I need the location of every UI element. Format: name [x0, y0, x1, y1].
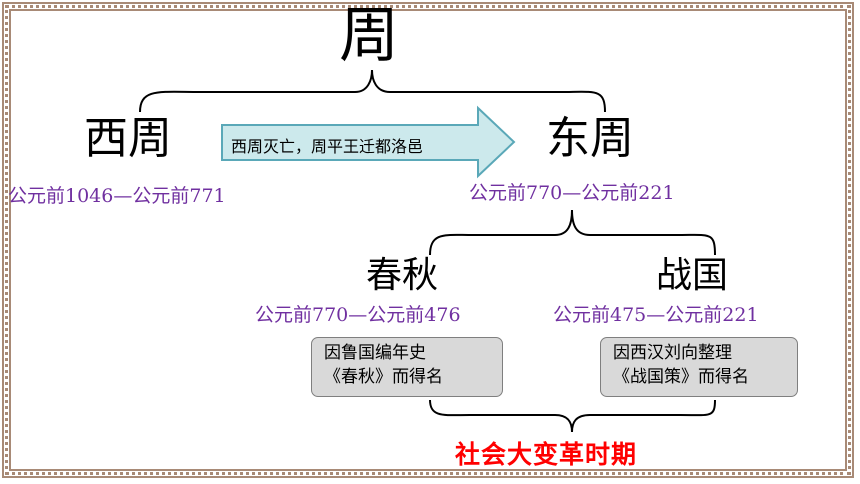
spring-autumn-name: 春秋 [366, 255, 439, 296]
warring-states-note-line2: 《战国策》而得名 [613, 367, 749, 387]
warring-states-dates: 公元前475—公元前221 [553, 304, 759, 326]
west-zhou-name: 西周 [84, 113, 172, 164]
dotted-frame [5, 5, 851, 475]
spring-autumn-note: 因鲁国编年史 《春秋》而得名 [311, 337, 503, 397]
east-zhou-name: 东周 [546, 113, 634, 164]
warring-states-note-line1: 因西汉刘向整理 [613, 343, 732, 363]
spring-autumn-dates: 公元前770—公元前476 [255, 304, 461, 326]
transition-label: 西周灭亡，周平王迁都洛邑 [231, 137, 424, 156]
bottom-brace [429, 399, 716, 433]
spring-autumn-note-line1: 因鲁国编年史 [324, 343, 426, 363]
warring-states-name: 战国 [656, 255, 729, 296]
era-label: 社会大变革时期 [455, 440, 638, 469]
west-zhou-dates: 公元前1046—公元前771 [8, 185, 226, 207]
transition-arrow [221, 105, 516, 179]
warring-states-note: 因西汉刘向整理 《战国策》而得名 [600, 337, 798, 397]
page-title: 周 [339, 1, 399, 71]
middle-brace [429, 209, 716, 256]
inner-frame [9, 9, 847, 471]
spring-autumn-note-line2: 《春秋》而得名 [324, 367, 443, 387]
outer-frame [2, 2, 854, 478]
top-brace [139, 69, 606, 113]
east-zhou-dates: 公元前770—公元前221 [469, 182, 675, 204]
